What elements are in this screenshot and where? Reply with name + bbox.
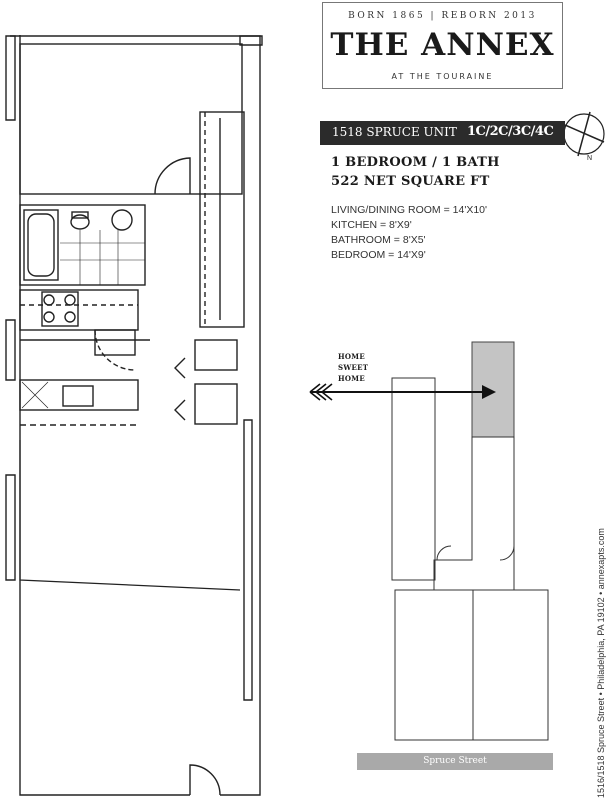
brand-tagline: BORN 1865 | REBORN 2013 [348,11,537,21]
building-outline [394,589,549,741]
arrow-label-line: HOME [338,374,365,383]
unit-header: 1518 SPRUCE UNIT 1C/2C/3C/4C [320,121,565,145]
stove [41,291,79,327]
unit-highlight [471,341,515,438]
building-outline [433,436,515,591]
closet [199,111,245,328]
sink [111,209,133,231]
brand-name: THE ANNEX [330,27,555,63]
compass-north-label: N [587,155,593,162]
room-dimension: BATHROOM = 8'X5' [331,234,426,246]
refrigerator [94,329,136,356]
floor-plan [5,35,263,796]
brand-logo: BORN 1865 | REBORN 2013 THE ANNEX AT THE… [322,2,563,89]
unit-name: 1518 SPRUCE UNIT [332,125,457,139]
island [19,379,139,411]
kitchen-sink [62,385,94,407]
arrow-label-line: SWEET [338,363,369,372]
bedroom-door [154,157,191,195]
window [5,35,16,581]
toilet [70,214,90,230]
building-outline [391,377,436,581]
compass [563,111,605,157]
street-label: Spruce Street [357,753,553,770]
room-dimension: LIVING/DINING ROOM = 14'X10' [331,204,488,216]
living-room [19,440,241,591]
unit-codes: 1C/2C/3C/4C [467,124,554,139]
entry-door [189,764,221,796]
square-footage: 522 NET SQUARE FT [331,174,490,189]
bathtub [23,209,59,281]
brand-subtitle: AT THE TOURAINE [391,72,494,81]
arrow-label-line: HOME [338,352,365,361]
window [239,35,263,701]
utility-closet [194,339,238,371]
bedroom [19,43,243,195]
kitchen-counter [19,289,139,331]
exterior-wall [10,35,261,796]
room-dimension: BEDROOM = 14'X9' [331,249,426,261]
site-plan [391,341,549,741]
bed-bath-summary: 1 BEDROOM / 1 BATH [331,155,500,170]
home-arrow [309,383,496,401]
room-dimension: KITCHEN = 8'X9' [331,219,412,231]
address-footer: 1516/1518 Spruce Street • Philadelphia, … [596,528,606,798]
bathroom [19,204,146,286]
utility-closet [194,383,238,425]
